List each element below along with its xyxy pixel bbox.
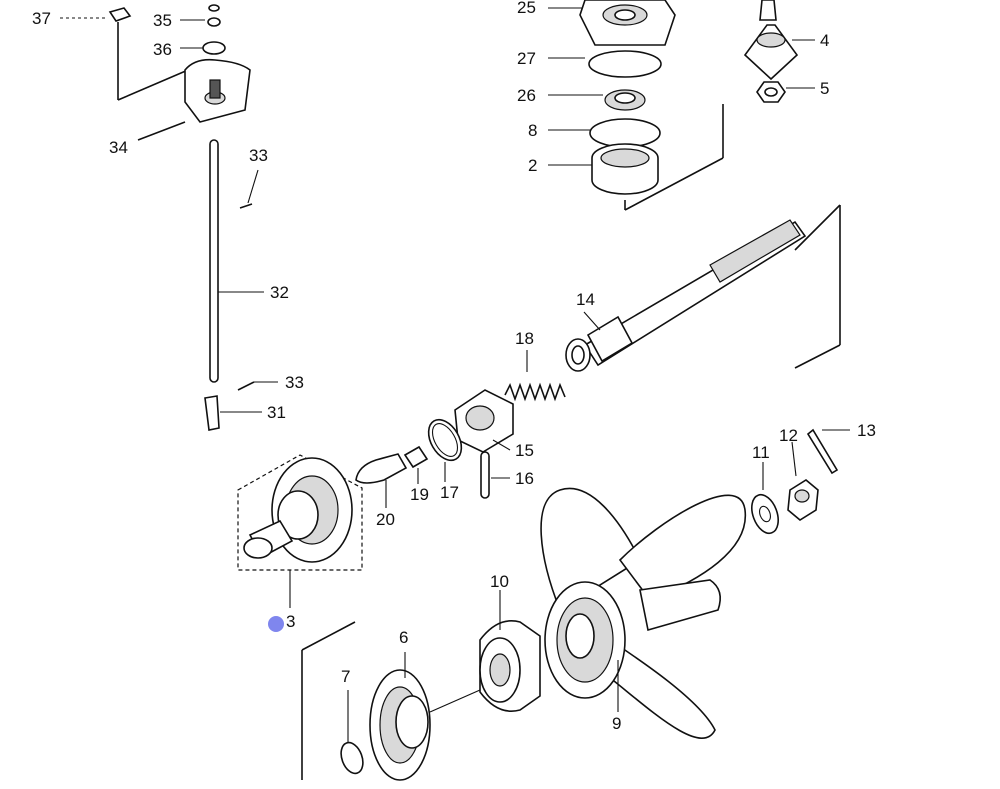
- callout-16: 16: [515, 469, 534, 488]
- callout-7: 7: [341, 667, 350, 686]
- callout-33-lower: 33: [285, 373, 304, 392]
- shift-rod-assembly: [204, 139, 278, 431]
- callout-35: 35: [153, 11, 172, 30]
- callout-15: 15: [515, 441, 534, 460]
- callout-32: 32: [270, 283, 289, 302]
- callout-34: 34: [109, 138, 128, 157]
- prop-nut-assembly: [751, 428, 850, 535]
- callout-27: 27: [517, 49, 536, 68]
- top-left-assembly: [60, 4, 251, 141]
- callout-36: 36: [153, 40, 172, 59]
- forward-gear-assembly: [301, 621, 481, 781]
- callout-26: 26: [517, 86, 536, 105]
- callout-20: 20: [376, 510, 395, 529]
- thrust-washer: [479, 590, 541, 712]
- callout-19: 19: [410, 485, 429, 504]
- pinion-gear-assembly: [743, 0, 815, 103]
- callout-14: 14: [576, 290, 595, 309]
- callout-5: 5: [820, 79, 829, 98]
- callout-4: 4: [820, 31, 829, 50]
- reverse-gear-assembly: [237, 454, 363, 608]
- callout-17: 17: [440, 483, 459, 502]
- callout-25: 25: [517, 0, 536, 17]
- callout-13: 13: [857, 421, 876, 440]
- callout-labels: 37 35 36 34 33 32 33 31 25 27 26 8 2 4 5…: [32, 0, 876, 733]
- callout-11: 11: [752, 443, 770, 462]
- callout-12: 12: [779, 426, 798, 445]
- clutch-assembly: [355, 350, 566, 508]
- callout-10: 10: [490, 572, 509, 591]
- callout-3: 3: [286, 612, 295, 631]
- callout-2: 2: [528, 156, 537, 175]
- propeller-shaft: [565, 204, 841, 372]
- propeller: [540, 487, 747, 739]
- bearing-housing-assembly: [548, 0, 724, 211]
- callout-9: 9: [612, 714, 621, 733]
- selection-marker-dot[interactable]: [268, 616, 284, 632]
- callout-6: 6: [399, 628, 408, 647]
- callout-8: 8: [528, 121, 537, 140]
- callout-31: 31: [267, 403, 286, 422]
- callout-37: 37: [32, 9, 51, 28]
- callout-18: 18: [515, 329, 534, 348]
- callout-33-upper: 33: [249, 146, 268, 165]
